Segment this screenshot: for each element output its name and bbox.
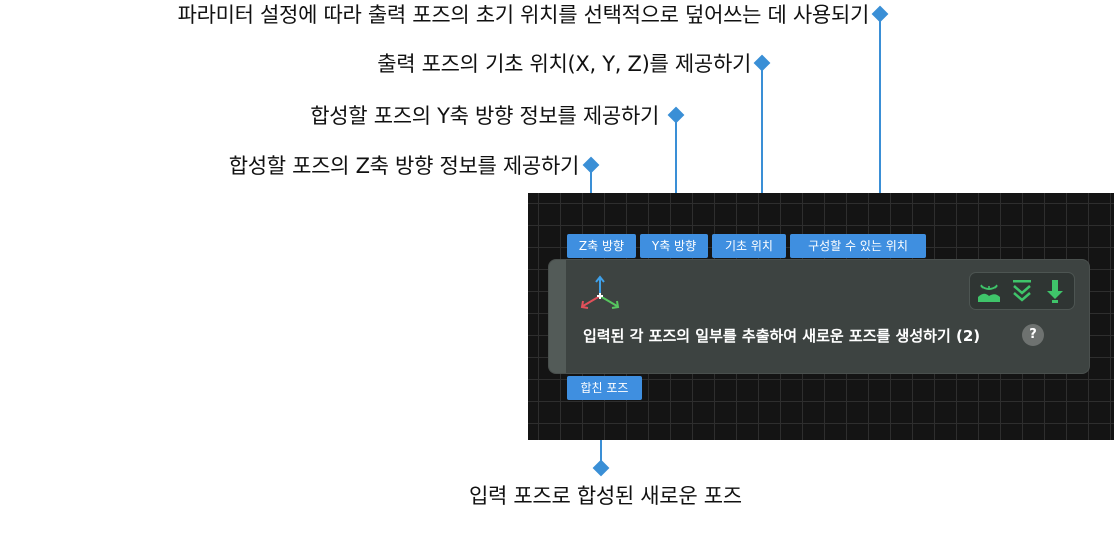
help-icon[interactable]: ?	[1022, 324, 1044, 346]
input-port-configurable-position[interactable]: 구성할 수 있는 위치	[790, 234, 926, 258]
annotation-base-position: 출력 포즈의 기초 위치(X, Y, Z)를 제공하기	[377, 52, 751, 76]
annotation-y-axis-direction: 합성할 포즈의 Y축 방향 정보를 제공하기	[310, 104, 659, 128]
pose-axes-icon	[580, 275, 620, 309]
double-chevron-down-icon[interactable]	[1007, 276, 1037, 306]
download-arrow-icon[interactable]	[1040, 276, 1070, 306]
node-toolbar	[970, 273, 1074, 309]
node-side-strip	[549, 260, 566, 373]
eye-landscape-icon[interactable]	[974, 276, 1004, 306]
output-port-combined-pose[interactable]: 합친 포즈	[567, 376, 642, 400]
input-port-y-axis[interactable]: Y축 방향	[640, 234, 708, 258]
annotation-output-pose: 입력 포즈로 합성된 새로운 포즈	[469, 484, 742, 508]
step-node[interactable]: 입력된 각 포즈의 일부를 추출하여 새로운 포즈를 생성하기 (2) ?	[549, 260, 1089, 373]
diamond-marker	[871, 5, 889, 23]
input-port-base-position[interactable]: 기초 위치	[712, 234, 786, 258]
node-title: 입력된 각 포즈의 일부를 추출하여 새로운 포즈를 생성하기 (2)	[583, 327, 981, 345]
annotation-z-axis-direction: 합성할 포즈의 Z축 방향 정보를 제공하기	[228, 154, 580, 178]
input-port-z-axis[interactable]: Z축 방향	[567, 234, 636, 258]
diamond-marker	[753, 54, 771, 72]
diamond-marker	[592, 459, 610, 477]
diamond-marker	[582, 156, 600, 174]
annotation-overwrite-position: 파라미터 설정에 따라 출력 포즈의 초기 위치를 선택적으로 덮어쓰는 데 사…	[177, 3, 870, 27]
diamond-marker	[667, 106, 685, 124]
